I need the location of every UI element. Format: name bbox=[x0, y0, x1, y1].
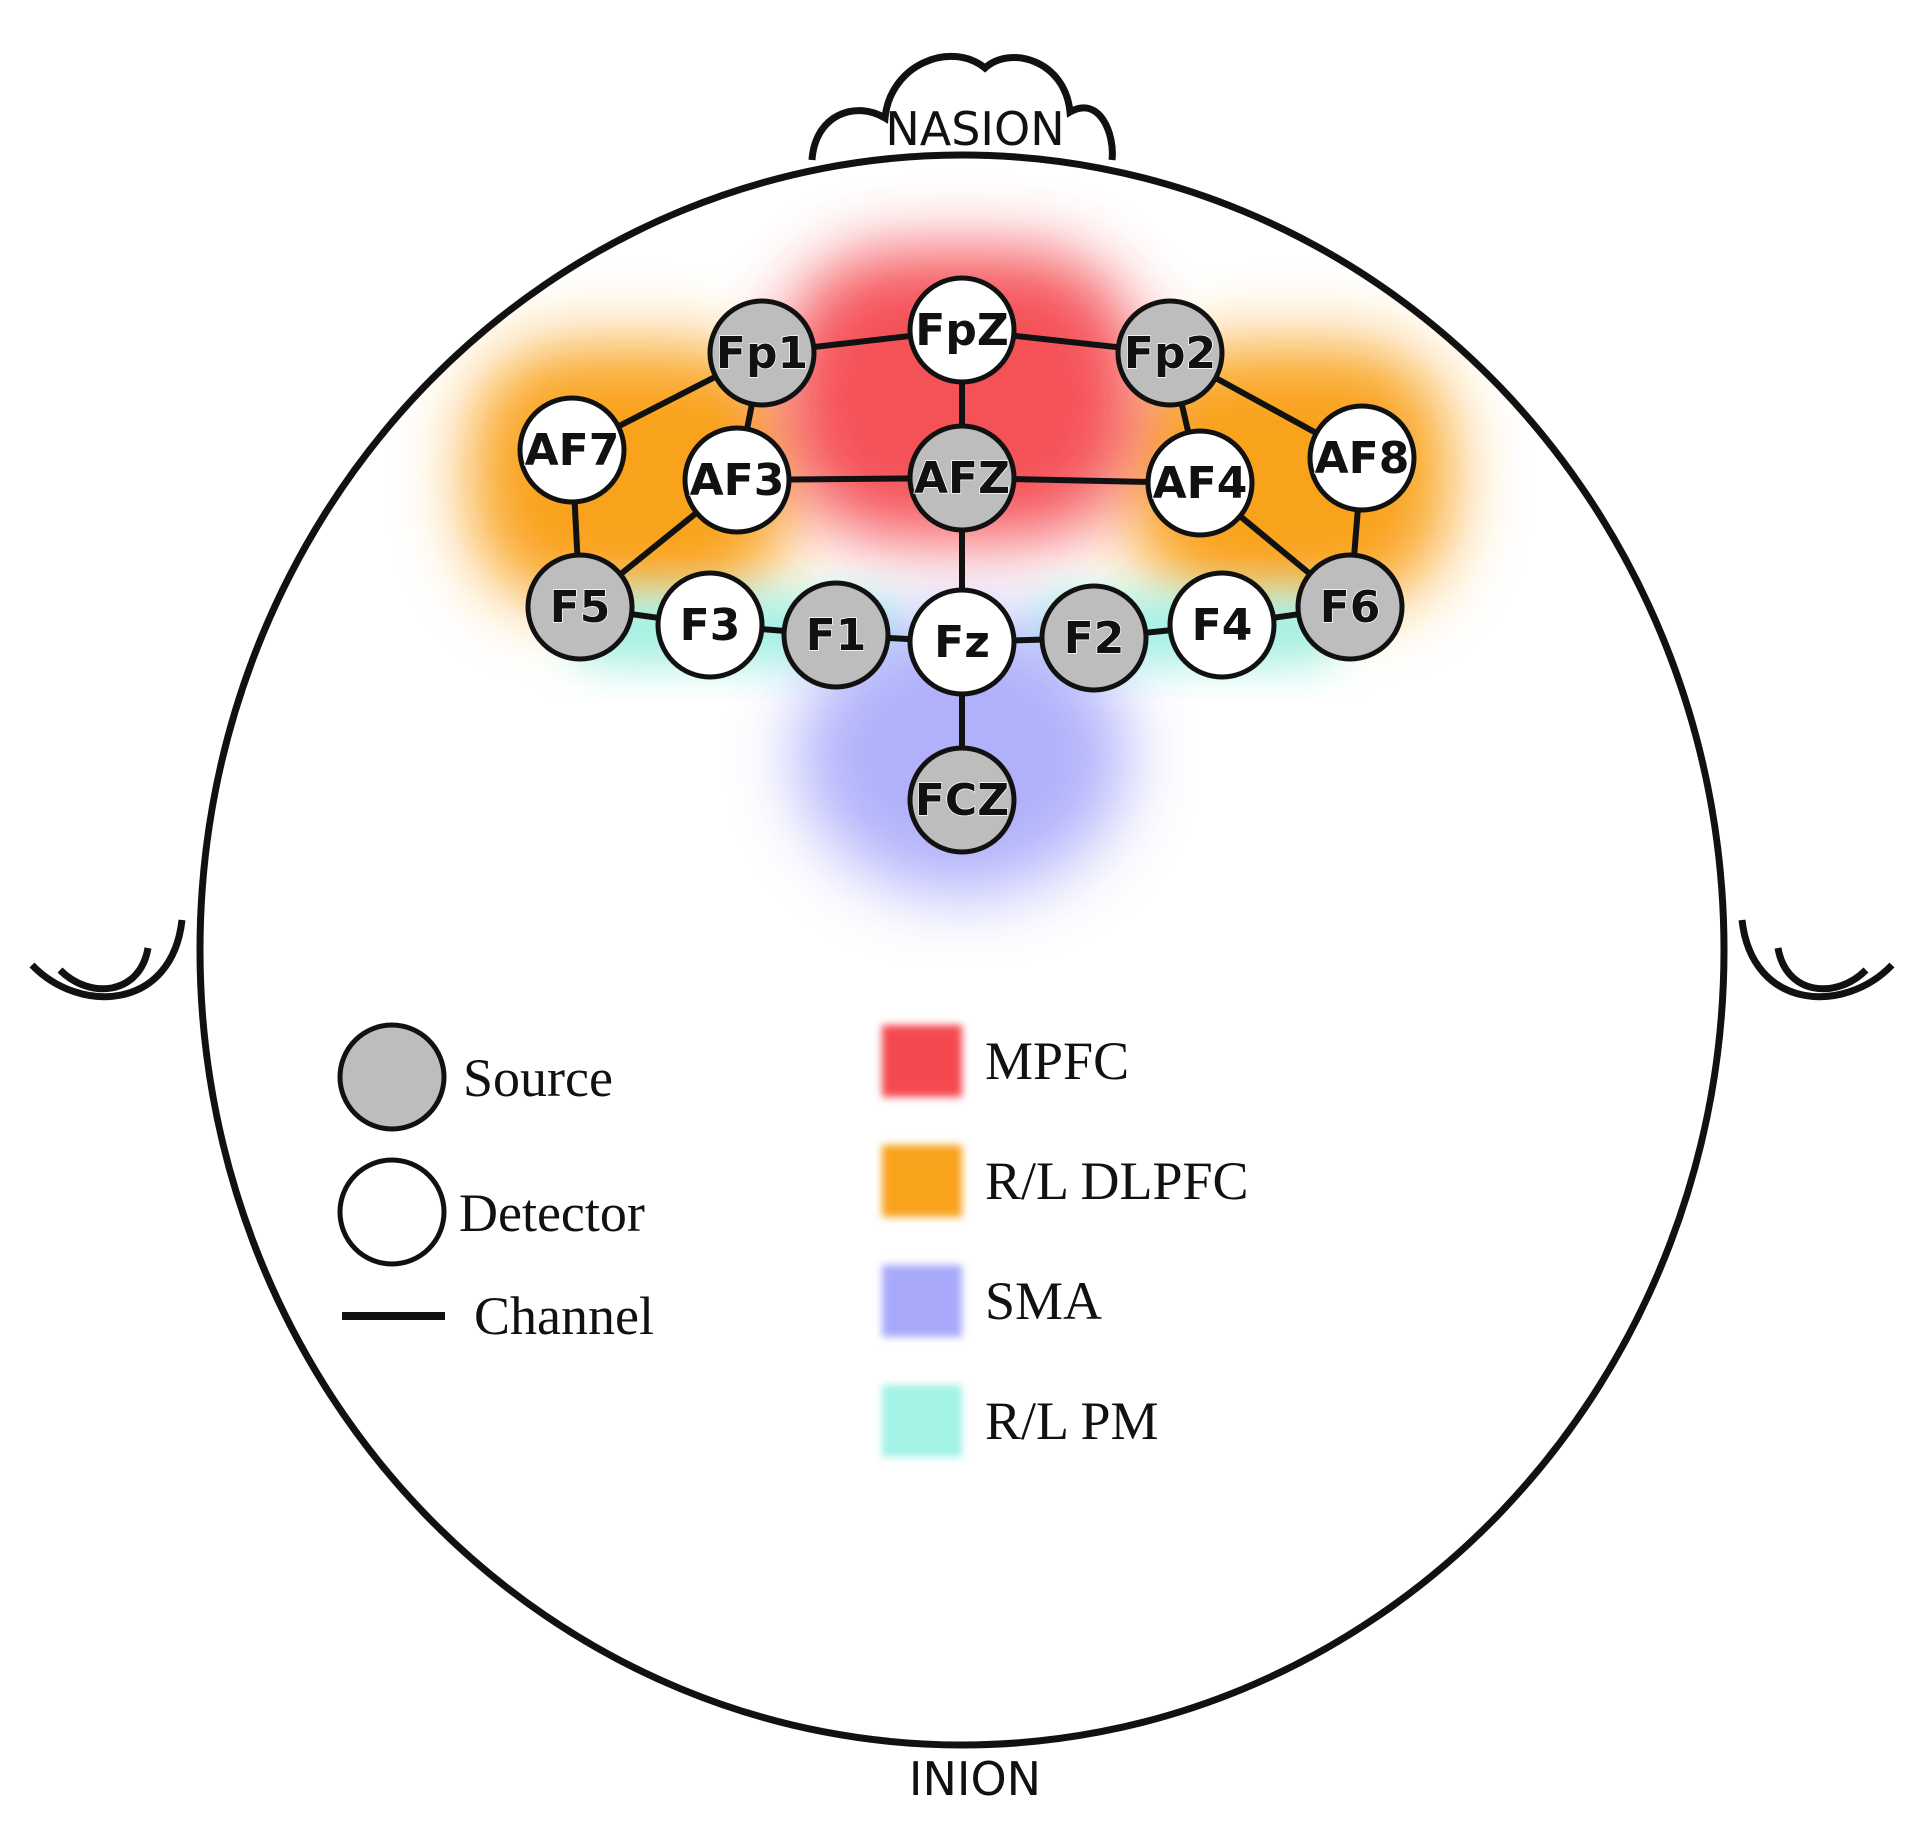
source-circle bbox=[907, 423, 1017, 533]
optode-label: AF4 bbox=[1153, 458, 1248, 509]
nasion-label: NASION bbox=[885, 102, 1064, 156]
detector-circle bbox=[1145, 428, 1255, 538]
legend-detector-label: Detector bbox=[459, 1183, 645, 1243]
legend-dlpfc-swatch bbox=[882, 1145, 962, 1217]
inion-label: INION bbox=[909, 1752, 1041, 1806]
optode-label: Fz bbox=[934, 617, 990, 668]
source-circle bbox=[1115, 298, 1225, 408]
detector-circle bbox=[655, 570, 765, 680]
source-circle bbox=[707, 298, 817, 408]
optode-label: AF3 bbox=[690, 455, 785, 506]
source-circle bbox=[1295, 552, 1405, 662]
optode-af3: AF3 bbox=[682, 425, 792, 535]
legend-sma-label: SMA bbox=[985, 1271, 1102, 1331]
optode-af7: AF7 bbox=[517, 395, 627, 505]
right-ear bbox=[1738, 919, 1895, 1001]
detector-circle bbox=[1307, 403, 1417, 513]
optode-f3: F3 bbox=[655, 570, 765, 680]
optode-label: Fp1 bbox=[716, 328, 808, 379]
legend-pm-label: R/L PM bbox=[985, 1391, 1159, 1451]
detector-circle bbox=[517, 395, 627, 505]
legend-source-symbol bbox=[337, 1022, 447, 1132]
head-outline-stroke bbox=[196, 151, 1728, 1749]
optode-label: AF7 bbox=[525, 425, 620, 476]
optode-fp1: Fp1 bbox=[707, 298, 817, 408]
optode-f1: F1 bbox=[781, 580, 891, 690]
optode-label: F5 bbox=[550, 582, 611, 633]
optode-af8: AF8 bbox=[1307, 403, 1417, 513]
optode-fpz: FpZ bbox=[907, 275, 1017, 385]
detector-circle bbox=[1167, 570, 1277, 680]
optode-f4: F4 bbox=[1167, 570, 1277, 680]
optode-f2: F2 bbox=[1039, 583, 1149, 693]
source-circle bbox=[525, 552, 635, 662]
optode-afz: AFZ bbox=[907, 423, 1017, 533]
optode-label: AFZ bbox=[914, 453, 1010, 504]
legend-mpfc-swatch bbox=[882, 1025, 962, 1097]
optode-f5: F5 bbox=[525, 552, 635, 662]
optode-label: F1 bbox=[806, 610, 867, 661]
legend-channel-label: Channel bbox=[474, 1286, 654, 1346]
optode-fcz: FCZ bbox=[907, 745, 1017, 855]
source-circle bbox=[907, 745, 1017, 855]
optode-label: F3 bbox=[680, 600, 741, 651]
legend-sma-swatch bbox=[882, 1265, 962, 1337]
legend-types: Source Detector Channel bbox=[337, 1022, 654, 1346]
optode-label: Fp2 bbox=[1124, 328, 1216, 379]
legend-detector-symbol bbox=[337, 1157, 447, 1267]
legend-source-label: Source bbox=[463, 1048, 613, 1108]
optode-fz: Fz bbox=[907, 587, 1017, 697]
optode-label: FCZ bbox=[915, 775, 1009, 826]
optode-af4: AF4 bbox=[1145, 428, 1255, 538]
optode-label: F2 bbox=[1064, 613, 1125, 664]
detector-circle bbox=[682, 425, 792, 535]
left-ear bbox=[29, 919, 186, 1001]
legend-dlpfc-label: R/L DLPFC bbox=[985, 1151, 1249, 1211]
optode-label: F6 bbox=[1320, 582, 1381, 633]
optode-label: F4 bbox=[1192, 600, 1253, 651]
legend-pm-swatch bbox=[882, 1385, 962, 1457]
detector-circle bbox=[907, 587, 1017, 697]
source-circle bbox=[1039, 583, 1149, 693]
detector-circle bbox=[907, 275, 1017, 385]
optode-f6: F6 bbox=[1295, 552, 1405, 662]
source-circle bbox=[781, 580, 891, 690]
optode-label: AF8 bbox=[1315, 433, 1410, 484]
nose-shape bbox=[808, 52, 1116, 161]
legend-regions: MPFC R/L DLPFC SMA R/L PM bbox=[882, 1025, 1249, 1457]
legend-mpfc-label: MPFC bbox=[985, 1031, 1129, 1091]
optode-fp2: Fp2 bbox=[1115, 298, 1225, 408]
optode-label: FpZ bbox=[915, 305, 1008, 356]
